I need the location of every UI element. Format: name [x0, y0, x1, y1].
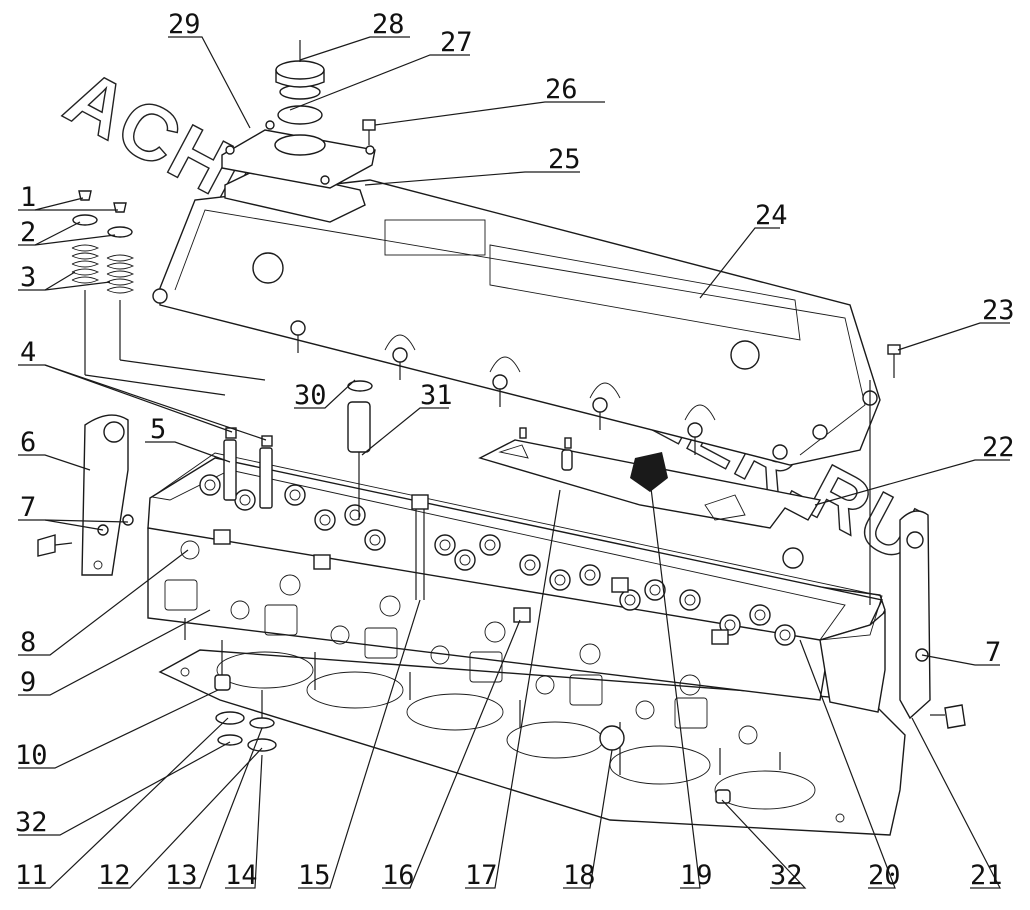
- callout-2: 2: [20, 217, 36, 248]
- callout-1: 1: [20, 182, 36, 213]
- lift-bracket-left: [37, 414, 134, 576]
- callout-3: 3: [20, 262, 36, 293]
- callout-32: 32: [15, 807, 48, 838]
- callout-28: 28: [372, 9, 405, 40]
- callout-31: 31: [420, 380, 453, 411]
- valve-train: [199, 427, 796, 646]
- callout-19: 19: [680, 860, 713, 891]
- lower-valve-parts: [214, 640, 731, 804]
- callout-6: 6: [20, 427, 36, 458]
- callout-20: 20: [868, 860, 901, 891]
- filler-assembly: [221, 40, 376, 223]
- callout-27: 27: [440, 27, 473, 58]
- callout-labels: 1 2 3 4 5 6 7 8 9 10 11 12 13 14 15 16 1…: [15, 9, 1015, 891]
- callout-25: 25: [548, 144, 581, 175]
- callout-23: 23: [982, 295, 1015, 326]
- callout-17: 17: [465, 860, 498, 891]
- callout-32-repeat: 32: [770, 860, 803, 891]
- callout-14: 14: [225, 860, 258, 891]
- callout-5: 5: [150, 414, 166, 445]
- callout-7-repeat: 7: [985, 637, 1001, 668]
- injector-parts: [347, 380, 373, 520]
- callout-13: 13: [165, 860, 198, 891]
- callout-7: 7: [20, 492, 36, 523]
- callout-9: 9: [20, 667, 36, 698]
- callout-29: 29: [168, 9, 201, 40]
- callout-30: 30: [294, 380, 327, 411]
- callout-16: 16: [382, 860, 415, 891]
- callout-21: 21: [970, 860, 1003, 891]
- callout-15: 15: [298, 860, 331, 891]
- callout-11: 11: [15, 860, 48, 891]
- callout-24: 24: [755, 200, 788, 231]
- leader-lines: [18, 36, 1010, 889]
- head-gasket: [158, 649, 906, 836]
- lift-bracket-right: [899, 510, 966, 729]
- callout-10: 10: [15, 740, 48, 771]
- rocker-gasket: [150, 452, 883, 641]
- callout-4: 4: [20, 337, 36, 368]
- callout-18: 18: [563, 860, 596, 891]
- callout-8: 8: [20, 627, 36, 658]
- callout-26: 26: [545, 74, 578, 105]
- callout-22: 22: [982, 432, 1015, 463]
- callout-12: 12: [98, 860, 131, 891]
